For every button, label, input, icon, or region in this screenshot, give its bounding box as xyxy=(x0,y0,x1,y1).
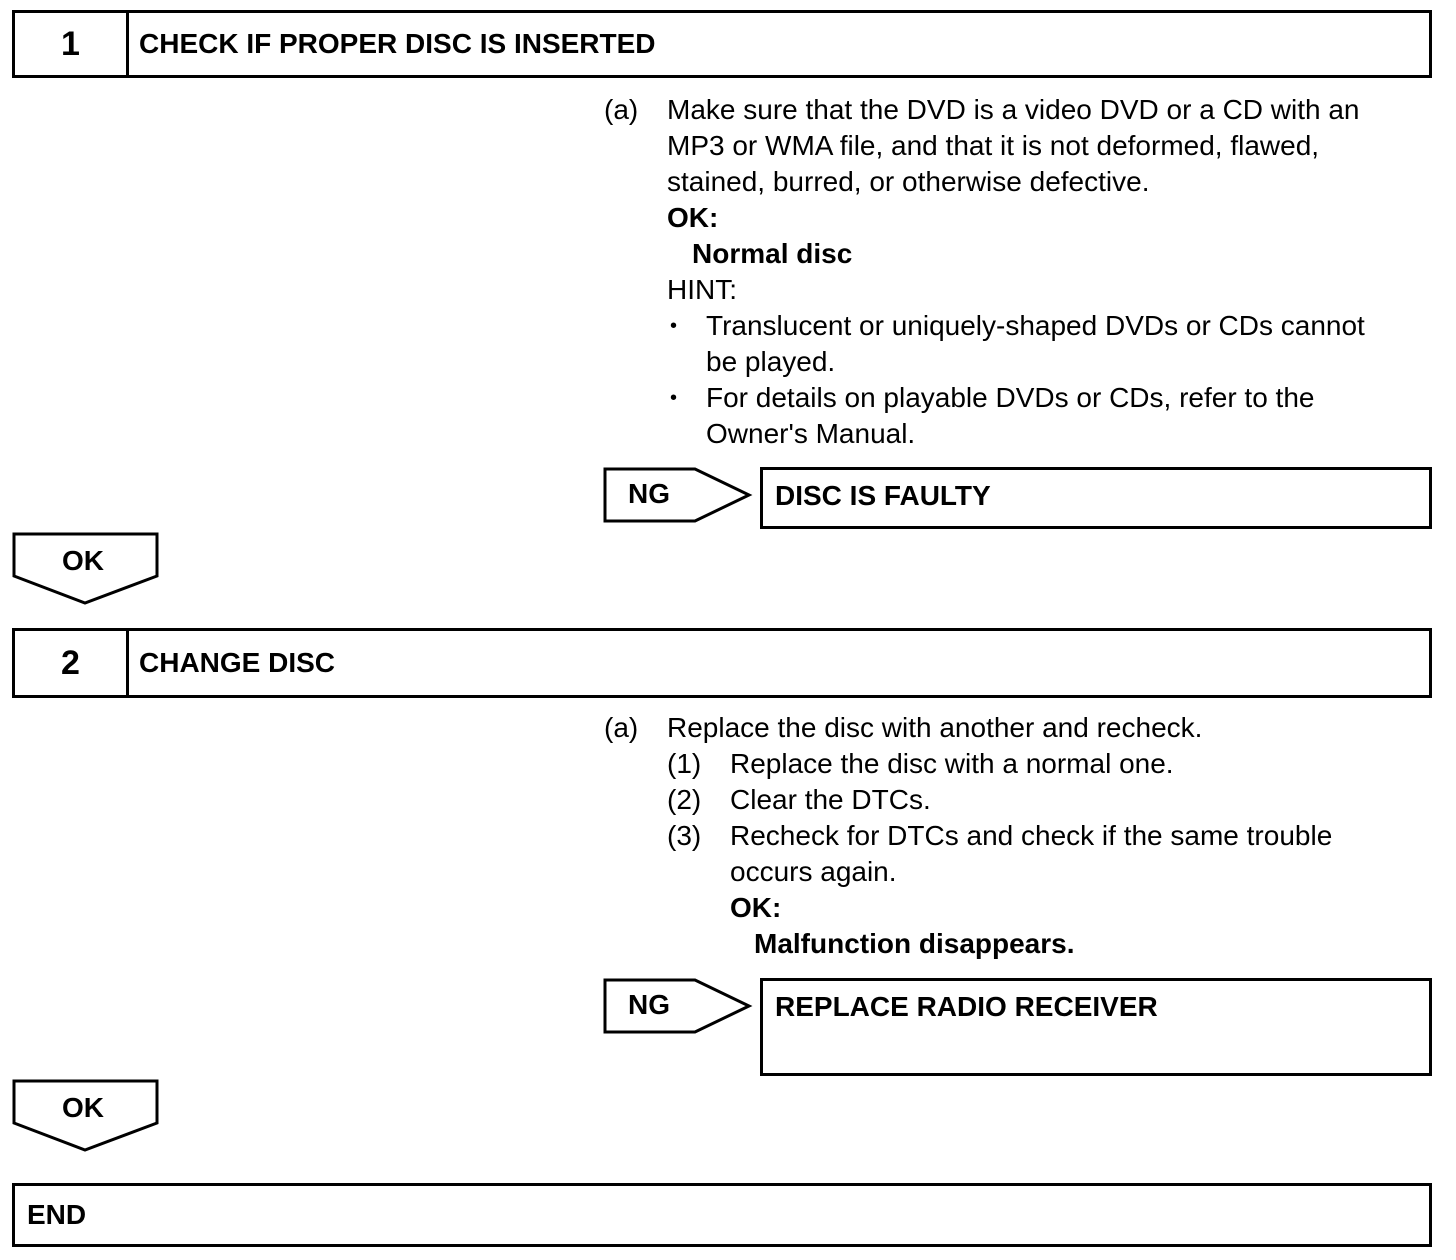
step-1-ng-label: NG xyxy=(628,478,670,509)
step-1-bullet-2-line-1: For details on playable DVDs or CDs, ref… xyxy=(706,382,1315,413)
step-1-title: CHECK IF PROPER DISC IS INSERTED xyxy=(139,28,656,59)
step-2-ng-arrow xyxy=(603,978,753,1034)
step-2-sub-3-marker: (3) xyxy=(667,820,702,851)
step-1-bullet-2-line-2: Owner's Manual. xyxy=(706,418,916,449)
step-2-sub-1-marker: (1) xyxy=(667,748,702,779)
step-2-title: CHANGE DISC xyxy=(139,647,336,678)
step-2-number: 2 xyxy=(15,631,129,695)
step-2-ok-label: OK: xyxy=(730,892,782,923)
step-2-item-marker: (a) xyxy=(604,712,639,743)
step-2-ng-label: NG xyxy=(628,989,670,1020)
step-1-ok-label: OK: xyxy=(667,202,719,233)
step-1-item-marker: (a) xyxy=(604,94,639,125)
step-2-header: 2 CHANGE DISC xyxy=(12,628,1432,698)
step-1-ok-arrow xyxy=(12,532,159,605)
end-label: END xyxy=(27,1199,87,1230)
step-1-ng-arrow xyxy=(603,467,753,523)
step-2-ok-value: Malfunction disappears. xyxy=(754,928,1075,959)
step-2-sub-2-marker: (2) xyxy=(667,784,702,815)
step-1-ng-result: DISC IS FAULTY xyxy=(760,467,1432,529)
step-1-bullet-1-marker: • xyxy=(670,315,678,337)
step-1-ok-value: Normal disc xyxy=(692,238,853,269)
end-box: END xyxy=(12,1183,1432,1247)
step-2-ok-arrow-label: OK xyxy=(62,1092,104,1123)
step-1-item-line-2: MP3 or WMA file, and that it is not defo… xyxy=(667,130,1320,161)
step-1-item-line-1: Make sure that the DVD is a video DVD or… xyxy=(667,94,1360,125)
step-2-ng-result-text: REPLACE RADIO RECEIVER xyxy=(775,991,1158,1022)
step-1-bullet-1-line-1: Translucent or uniquely-shaped DVDs or C… xyxy=(706,310,1365,341)
step-2-sub-1-text: Replace the disc with a normal one. xyxy=(730,748,1174,779)
step-2-sub-2-text: Clear the DTCs. xyxy=(730,784,931,815)
step-1-bullet-1-line-2: be played. xyxy=(706,346,836,377)
step-2-sub-3-line-1: Recheck for DTCs and check if the same t… xyxy=(730,820,1333,851)
step-2-sub-3-line-2: occurs again. xyxy=(730,856,897,887)
step-1-ok-arrow-label: OK xyxy=(62,545,104,576)
step-1-item-line-3: stained, burred, or otherwise defective. xyxy=(667,166,1150,197)
step-2-ng-result: REPLACE RADIO RECEIVER xyxy=(760,978,1432,1076)
step-1-header: 1 CHECK IF PROPER DISC IS INSERTED xyxy=(12,10,1432,78)
step-2-item-text: Replace the disc with another and rechec… xyxy=(667,712,1203,743)
step-1-number: 1 xyxy=(15,13,129,75)
step-2-ok-arrow xyxy=(12,1079,159,1152)
step-1-hint-label: HINT: xyxy=(667,274,737,305)
step-1-bullet-2-marker: • xyxy=(670,387,678,409)
step-1-ng-result-text: DISC IS FAULTY xyxy=(775,480,991,511)
